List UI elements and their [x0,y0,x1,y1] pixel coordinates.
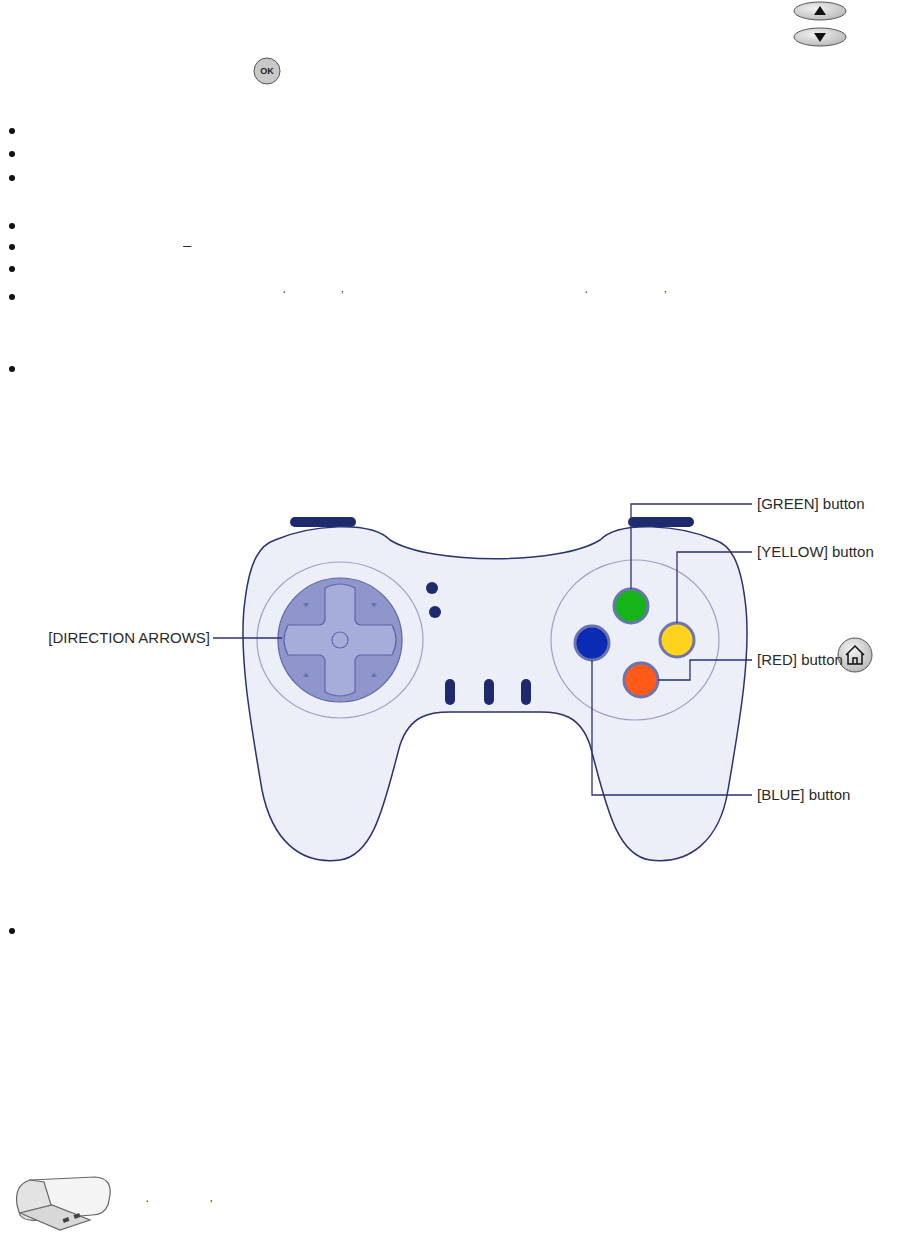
punctuation-mark: ’ [210,1195,212,1213]
ok-button: OK [253,57,281,85]
punctuation-mark: ‘ [283,286,285,304]
part-label: [RED] button [757,651,843,669]
usb-stick-icon [17,1177,111,1230]
gamepad-illustration [213,504,752,861]
punctuation-mark: ’ [341,286,343,304]
down-button [794,28,846,46]
part-label: [GREEN] button [757,495,865,513]
part-label: [BLUE] button [757,786,850,804]
punctuation-mark: ‘ [146,1195,148,1213]
punctuation-mark: ’ [664,286,666,304]
part-label: [DIRECTION ARROWS] [48,629,210,647]
punctuation-mark: ‘ [585,286,587,304]
button-label: OK [260,66,274,76]
home-button [838,638,872,672]
bullet-points [9,128,15,934]
up-button [794,2,846,20]
punctuation-mark: – [183,236,191,254]
part-label: [YELLOW] button [757,543,874,561]
leader-lines [213,504,752,795]
